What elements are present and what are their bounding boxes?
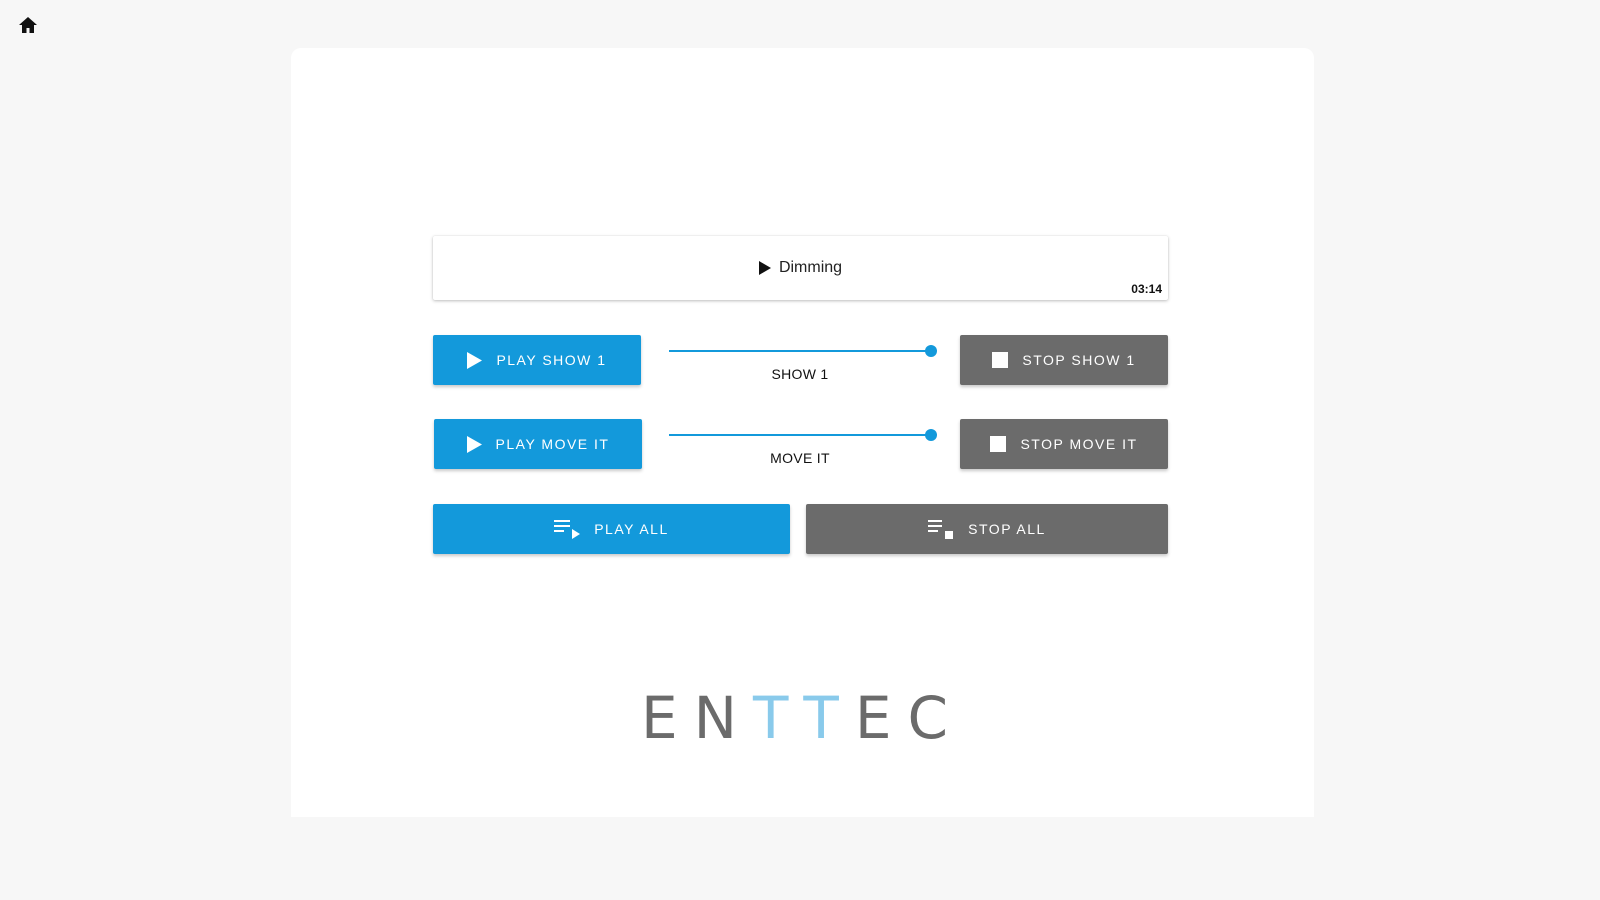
now-playing-title-row: Dimming: [433, 236, 1168, 300]
move-it-slider-label: MOVE IT: [770, 450, 830, 466]
show-1-slider-track[interactable]: [669, 350, 931, 352]
move-it-slider-track[interactable]: [669, 434, 931, 436]
enttec-logo: ENTTEC: [291, 684, 1314, 752]
home-button[interactable]: [16, 13, 40, 37]
play-move-it-button[interactable]: PLAY MOVE IT: [434, 419, 642, 469]
play-show-1-button[interactable]: PLAY SHOW 1: [433, 335, 641, 385]
play-show-1-label: PLAY SHOW 1: [496, 352, 607, 368]
stop-all-label: STOP ALL: [968, 521, 1046, 537]
stop-icon: [990, 436, 1007, 452]
stop-move-it-label: STOP MOVE IT: [1020, 436, 1138, 452]
now-playing-card[interactable]: Dimming 03:14: [433, 236, 1168, 300]
playlist-play-icon: [554, 519, 581, 539]
stop-all-button[interactable]: STOP ALL: [806, 504, 1168, 554]
play-move-it-label: PLAY MOVE IT: [495, 436, 610, 452]
play-icon: [467, 351, 483, 369]
logo-part-1: EN: [640, 684, 754, 752]
show-1-slider-label: SHOW 1: [771, 366, 829, 382]
now-playing-time: 03:14: [1131, 282, 1162, 296]
move-it-slider-thumb[interactable]: [925, 429, 937, 441]
home-icon: [19, 17, 37, 33]
show-1-slider-thumb[interactable]: [925, 345, 937, 357]
play-all-button[interactable]: PLAY ALL: [433, 504, 790, 554]
stop-icon: [992, 352, 1009, 368]
move-it-slider: MOVE IT: [669, 419, 941, 466]
play-icon: [466, 435, 482, 453]
playlist-stop-icon: [928, 519, 954, 539]
logo-part-3: EC: [854, 684, 965, 752]
show-1-slider: SHOW 1: [669, 335, 941, 382]
play-icon: [758, 261, 771, 275]
play-all-label: PLAY ALL: [594, 521, 669, 537]
main-panel: Dimming 03:14 PLAY SHOW 1 SHOW 1 STOP SH…: [291, 48, 1314, 817]
logo-part-2: TT: [753, 684, 855, 752]
stop-show-1-label: STOP SHOW 1: [1022, 352, 1136, 368]
stop-move-it-button[interactable]: STOP MOVE IT: [960, 419, 1168, 469]
stop-show-1-button[interactable]: STOP SHOW 1: [960, 335, 1168, 385]
now-playing-title: Dimming: [778, 259, 843, 276]
